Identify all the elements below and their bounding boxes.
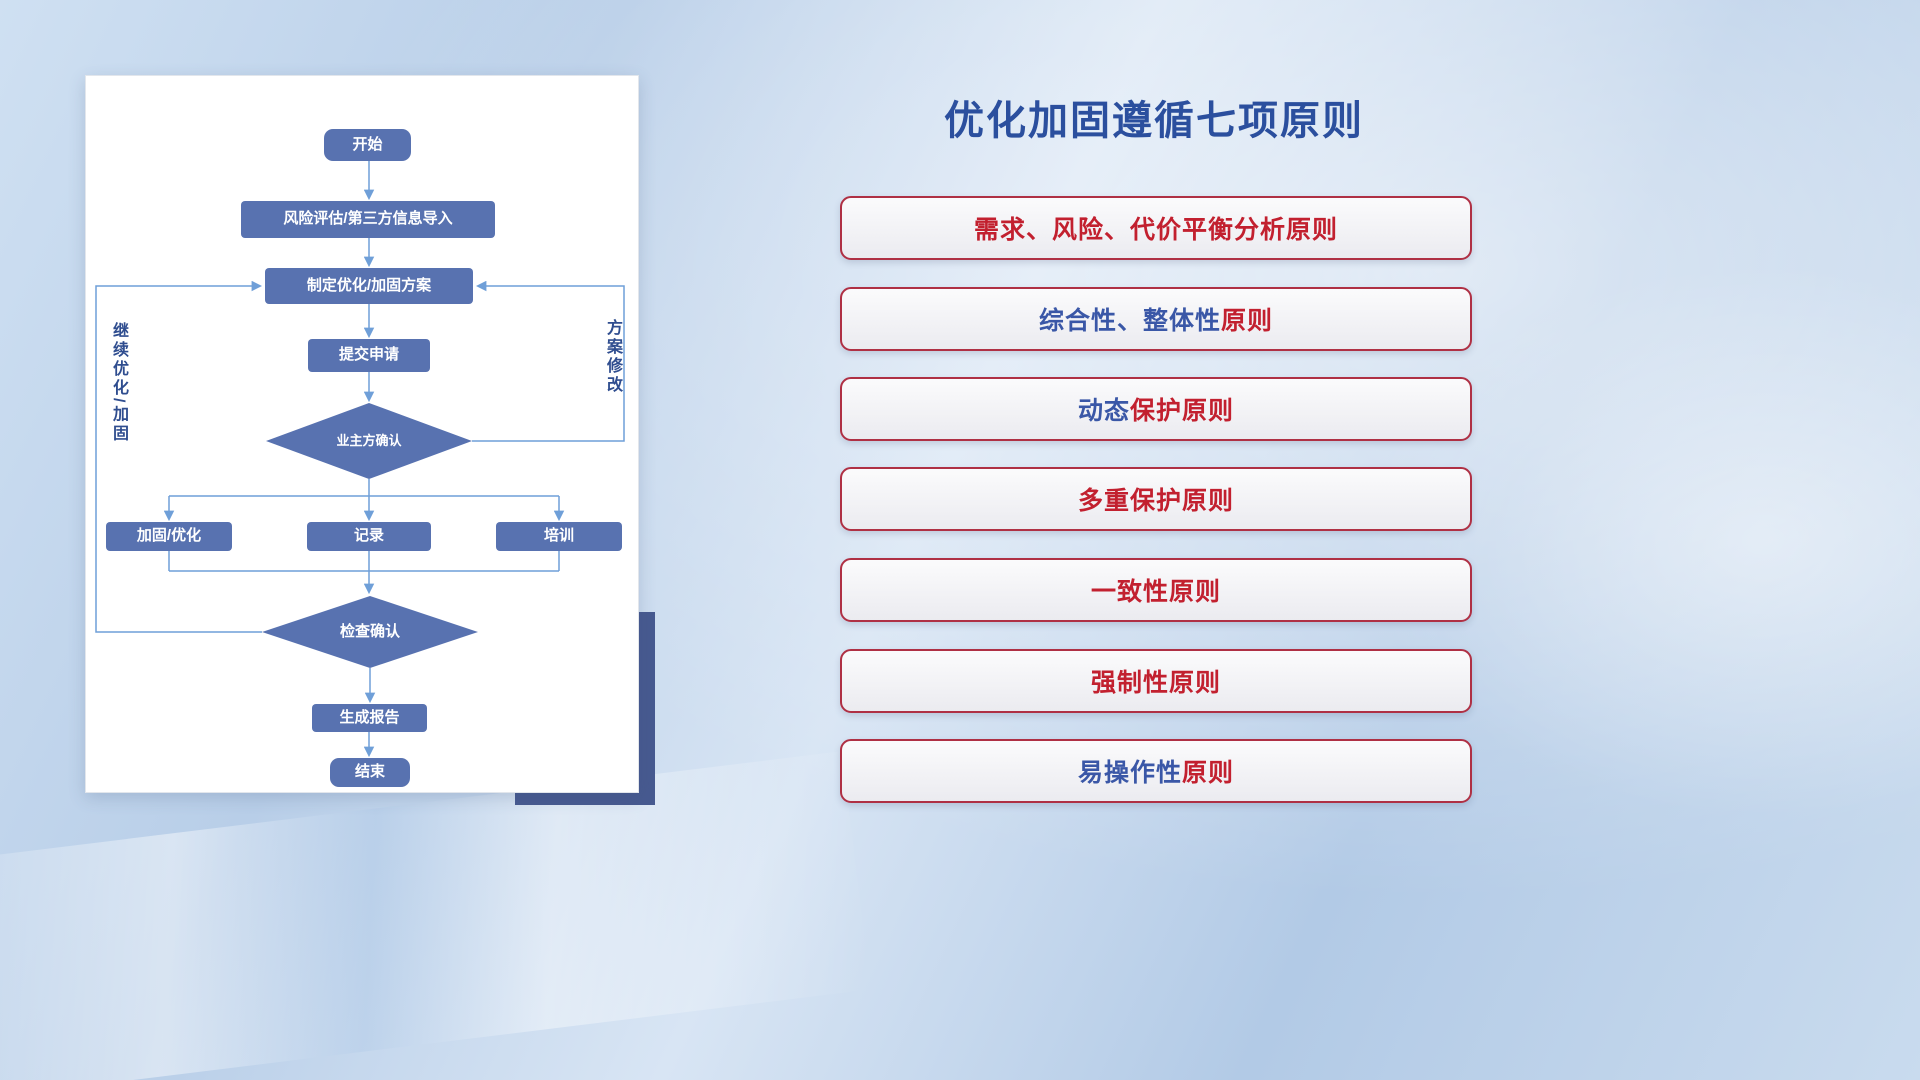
principle-5-red-text: 一致性原则 — [1090, 578, 1221, 606]
principle-3-blue-text: 动态 — [1077, 397, 1130, 425]
principle-2-blue-text: 综合性、整体性 — [1038, 307, 1221, 335]
flow-node-start: 开始 — [324, 129, 411, 161]
flow-node-harden-optimize: 加固/优化 — [106, 522, 232, 551]
principle-card-3: 动态保护原则 — [840, 377, 1472, 441]
principle-card-5: 一致性原则 — [840, 558, 1472, 622]
principle-7-blue-text: 易操作性 — [1077, 759, 1182, 787]
principle-card-1: 需求、风险、代价平衡分析原则 — [840, 196, 1472, 260]
loop-label-plan-revision: 方案修改 — [604, 319, 621, 395]
flow-node-make-plan: 制定优化/加固方案 — [265, 268, 473, 304]
flow-node-record: 记录 — [307, 522, 431, 551]
loop-label-continue-optimize: 继续优化/加固 — [110, 322, 127, 444]
principle-2-red-text: 原则 — [1221, 307, 1274, 335]
principle-3-red-text: 保护原则 — [1130, 397, 1235, 425]
flow-connectors — [95, 161, 625, 758]
flow-node-generate-report: 生成报告 — [312, 704, 427, 732]
background-highlight — [1360, 260, 1920, 820]
flow-node-risk-import: 风险评估/第三方信息导入 — [241, 201, 495, 238]
flow-node-end: 结束 — [330, 758, 410, 787]
flow-node-submit: 提交申请 — [308, 339, 430, 372]
principle-1-red-text: 需求、风险、代价平衡分析原则 — [973, 216, 1338, 244]
flow-node-training: 培训 — [496, 522, 622, 551]
principle-4-red-text: 多重保护原则 — [1077, 487, 1234, 515]
background-streak — [0, 751, 871, 1080]
principle-card-4: 多重保护原则 — [840, 467, 1472, 531]
principle-card-2: 综合性、整体性原则 — [840, 287, 1472, 351]
flowchart-card: 开始 风险评估/第三方信息导入 制定优化/加固方案 提交申请 业主方确认 加固/… — [85, 75, 639, 793]
principle-card-6: 强制性原则 — [840, 649, 1472, 713]
principles-title: 优化加固遵循七项原则 — [944, 99, 1364, 143]
principle-card-7: 易操作性原则 — [840, 739, 1472, 803]
principle-6-red-text: 强制性原则 — [1090, 669, 1221, 697]
principle-7-red-text: 原则 — [1182, 759, 1235, 787]
